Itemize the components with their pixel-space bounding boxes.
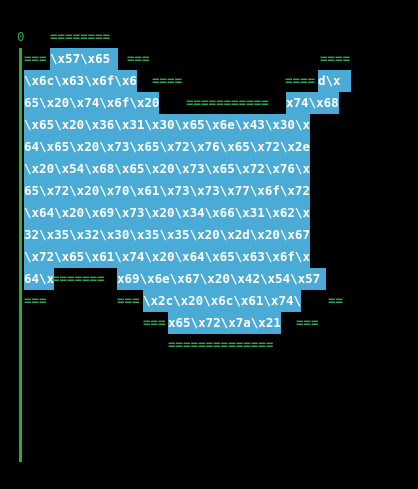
banner-line: == <box>328 293 344 308</box>
highlighted-text: \x65\x20\x36\x31\x30\x65\x6e\x43\x30\x <box>24 114 310 136</box>
highlighted-text: \x6c\x63\x6f\x6 <box>24 70 137 92</box>
highlighted-text: \x20\x54\x68\x65\x20\x73\x65\x72\x76\x <box>24 158 310 180</box>
highlighted-text: \x57\x65 <box>50 48 118 70</box>
banner-line: ==== <box>152 73 183 88</box>
banner-line: === <box>24 51 47 66</box>
highlighted-text: 32\x35\x32\x30\x35\x35\x20\x2d\x20\x67 <box>24 224 310 246</box>
highlighted-text: 65\x20\x74\x6f\x20 <box>24 92 160 114</box>
banner-line: =========== <box>186 95 269 110</box>
banner-line: ==== <box>320 51 351 66</box>
gutter-line <box>19 48 22 462</box>
highlighted-text: x74\x68 <box>286 92 339 114</box>
highlighted-text: \x2c\x20\x6c\x61\x74\ <box>143 290 302 312</box>
highlighted-text: 65\x72\x20\x70\x61\x73\x73\x77\x6f\x72 <box>24 180 310 202</box>
banner-line: ======== <box>50 29 111 44</box>
banner-line: === <box>127 51 150 66</box>
highlighted-text: d\x <box>318 70 351 92</box>
banner-line: ==== <box>285 73 316 88</box>
highlighted-text: 64\x65\x20\x73\x65\x72\x76\x65\x72\x2e <box>24 136 310 158</box>
banner-line: === <box>24 293 47 308</box>
highlighted-text: \x64\x20\x69\x73\x20\x34\x66\x31\x62\x <box>24 202 310 224</box>
prompt-marker: 0 <box>17 29 25 44</box>
highlighted-text: x69\x6e\x67\x20\x42\x54\x57 <box>117 268 327 290</box>
banner-line: === <box>143 315 166 330</box>
highlighted-text: 64\x <box>24 268 55 290</box>
highlighted-text: \x72\x65\x61\x74\x20\x64\x65\x63\x6f\x <box>24 246 310 268</box>
banner-line: === <box>117 293 140 308</box>
banner-line: === <box>296 315 319 330</box>
banner-line: ======= <box>52 271 105 286</box>
highlighted-text: x65\x72\x7a\x21 <box>168 312 281 334</box>
banner-line: ============== <box>168 337 274 352</box>
